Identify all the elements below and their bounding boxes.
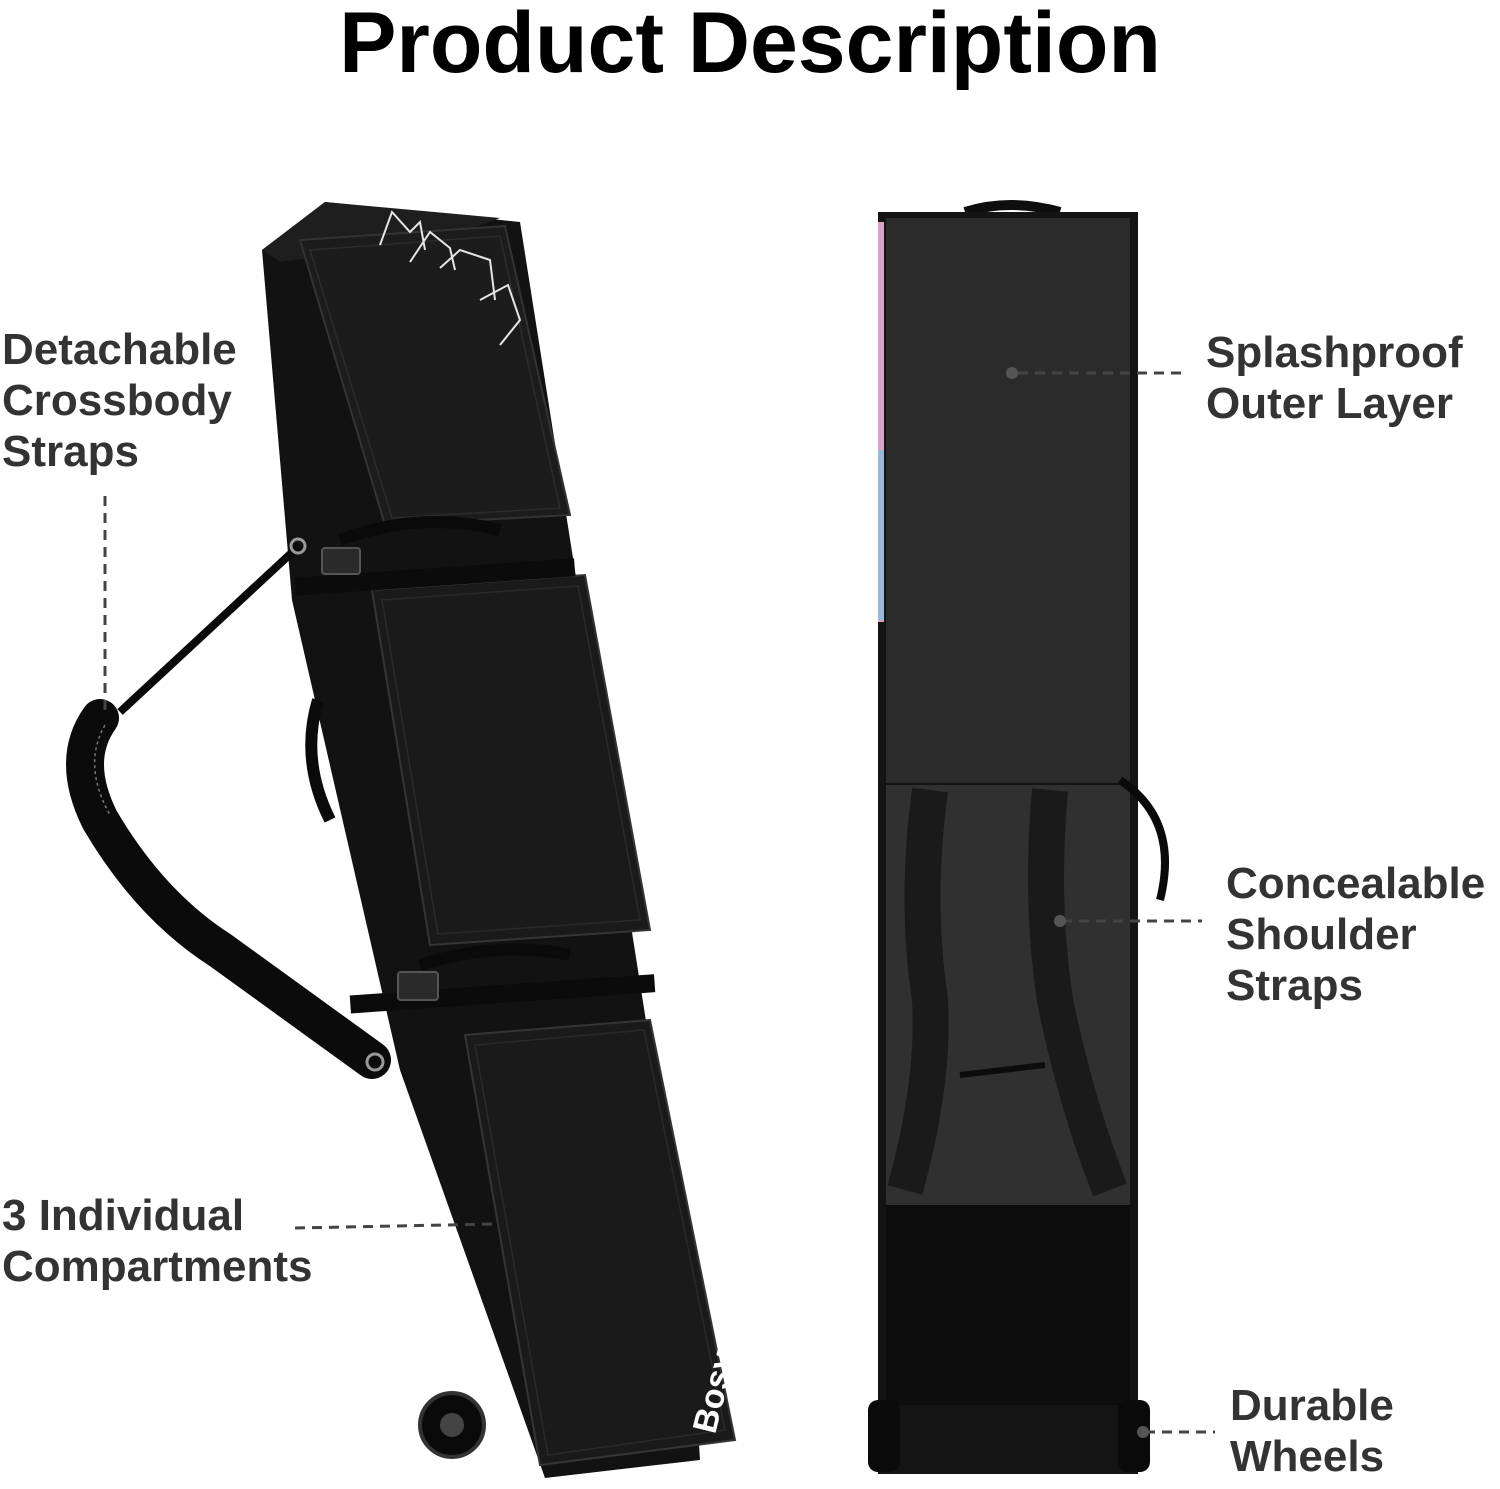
- compression-straps: [294, 516, 656, 1014]
- label-line: Outer Layer: [1206, 379, 1453, 428]
- splashproof-panel: [886, 218, 1130, 783]
- back-bag-image: [868, 200, 1169, 1474]
- label-line: Detachable: [2, 325, 237, 374]
- label-line: Straps: [2, 427, 139, 476]
- label-line: Straps: [1226, 961, 1363, 1010]
- front-bag-image: [66, 202, 737, 1478]
- back-wheels: [868, 1400, 1150, 1472]
- label-splashproof-outer-layer: Splashproof Outer Layer: [1206, 327, 1463, 429]
- label-line: Durable: [1230, 1381, 1394, 1430]
- label-individual-compartments: 3 Individual Compartments: [2, 1190, 313, 1292]
- crossbody-strap: [66, 537, 391, 1079]
- label-line: Concealable: [1226, 859, 1486, 908]
- label-detachable-crossbody-straps: Detachable Crossbody Straps: [2, 324, 237, 477]
- top-compartment: [298, 210, 572, 527]
- label-concealable-shoulder-straps: Concealable Shoulder Straps: [1226, 858, 1485, 1011]
- page-title: Product Description: [339, 0, 1161, 91]
- label-line: Wheels: [1230, 1432, 1385, 1481]
- label-durable-wheels: Durable Wheels: [1230, 1380, 1394, 1482]
- label-line: Shoulder: [1226, 910, 1417, 959]
- label-line: Splashproof: [1206, 328, 1463, 377]
- label-line: Compartments: [2, 1242, 313, 1291]
- label-line: Crossbody: [2, 376, 232, 425]
- label-line: 3 Individual: [2, 1191, 245, 1240]
- shoulder-straps: [887, 776, 1169, 1197]
- bottom-compartment: [463, 1018, 737, 1467]
- leader-lines: [103, 371, 1215, 1434]
- leader-dots: [1006, 367, 1149, 1438]
- middle-compartment: [370, 573, 652, 947]
- front-wheel: [418, 1391, 486, 1459]
